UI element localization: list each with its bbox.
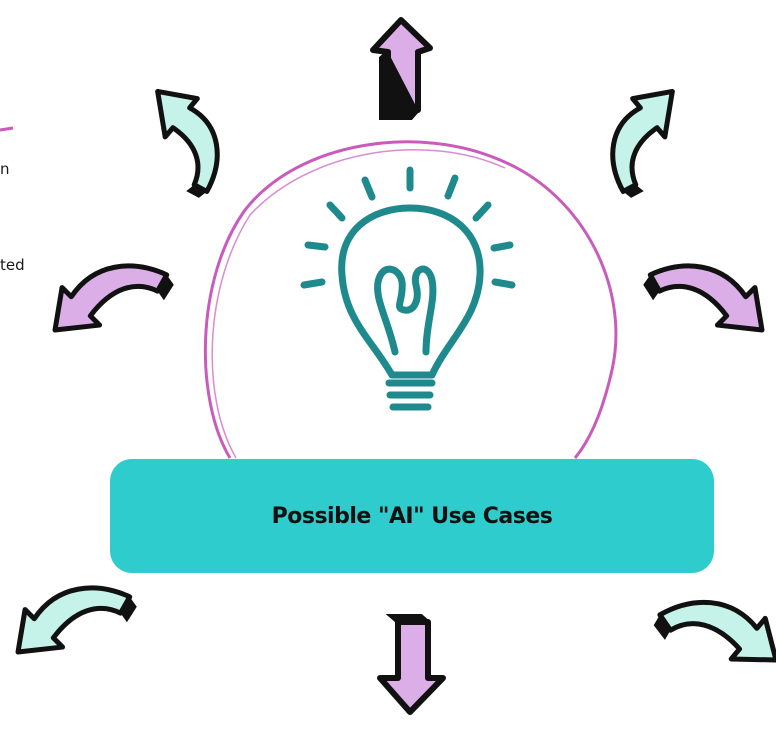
lightbulb-icon [300,166,516,411]
arrow-icon-upper-left [155,88,220,198]
arrow-icon-bottom [377,614,446,715]
arrow-icon-upper-right [610,88,675,198]
edge-text-fragment: ted [0,256,25,274]
accent-line [0,126,14,132]
use-cases-title: Possible "AI" Use Cases [271,503,553,529]
idea-circle [203,140,618,459]
arrow-icon-lower-right [653,599,776,663]
arrow-icon-middle-right [643,263,765,333]
arrow-icon-lower-left [15,585,137,655]
edge-text-fragment: n [0,160,10,178]
arrow-icon-top [370,17,433,120]
arrow-icon-middle-left [52,263,174,333]
use-cases-banner [110,459,714,573]
